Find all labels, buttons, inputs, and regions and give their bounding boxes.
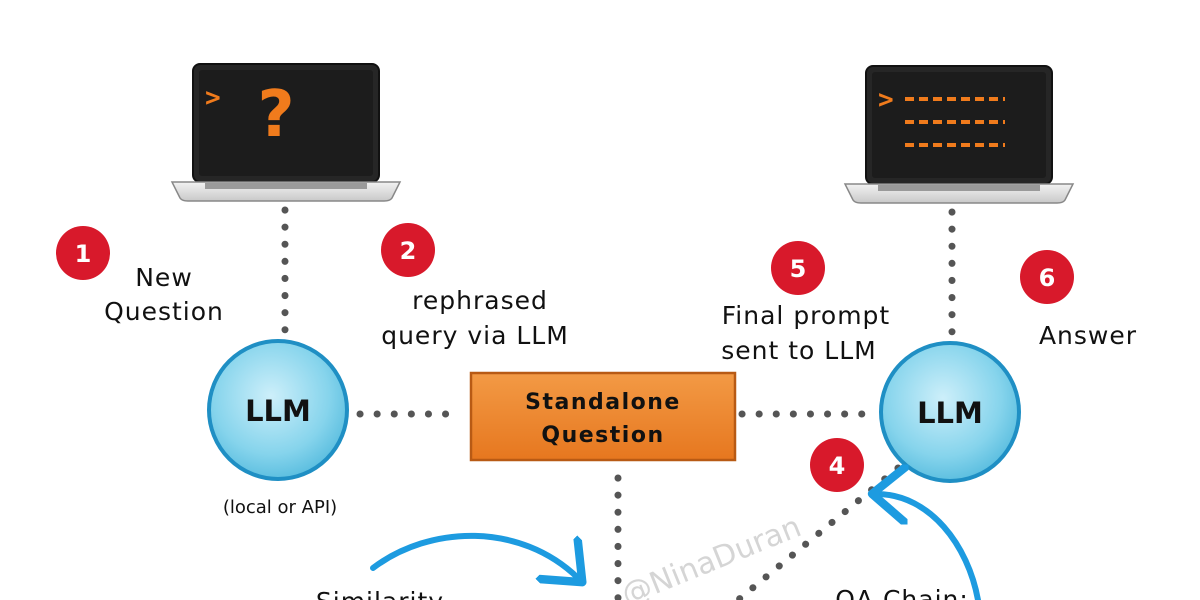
step-badge-4-number: 4: [829, 452, 846, 480]
step-badge-2: 2: [381, 223, 435, 277]
standalone-question-box: Standalone Question: [469, 371, 737, 462]
llm-right-label: LLM: [917, 396, 983, 430]
step-2-label-line-1: rephrased: [412, 286, 548, 315]
laptop-right: >: [843, 65, 1075, 204]
laptop-right-prompt: >: [878, 85, 894, 115]
similarity-arrow: [370, 532, 578, 578]
step-5-label-line-2: sent to LLM: [721, 336, 876, 365]
laptop-right-screen: [872, 72, 1046, 178]
step-badge-2-number: 2: [400, 237, 417, 265]
step-1-label-line-2: Question: [104, 297, 224, 326]
step-badge-4: 4: [810, 438, 864, 492]
similarity-label: Similarity: [316, 587, 444, 600]
step-badge-5: 5: [771, 241, 825, 295]
step-badge-6-circle: [1020, 250, 1074, 304]
qa-chain-arrow: [878, 494, 981, 600]
standalone-box-line-2: Question: [541, 423, 664, 448]
qa-chain-label: QA Chain:: [835, 585, 969, 600]
llm-left-node: LLM: [207, 339, 349, 481]
step-badge-6-number: 6: [1039, 264, 1056, 292]
step-badge-5-number: 5: [790, 255, 807, 283]
step-badge-1: 1: [56, 226, 110, 280]
llm-left-label: LLM: [245, 394, 311, 428]
laptop-left-screen: [199, 70, 373, 176]
step-badge-6: 6: [1020, 250, 1074, 304]
llm-left-circle: [207, 339, 349, 481]
laptop-left-question-mark: ?: [257, 78, 294, 152]
standalone-box-shape: [469, 371, 737, 462]
step-badge-2-circle: [381, 223, 435, 277]
laptop-right-keyboard: [878, 185, 1040, 191]
step-badge-1-number: 1: [75, 240, 92, 268]
laptop-left: > ?: [170, 63, 402, 202]
llm-right-node: LLM: [879, 341, 1021, 483]
step-badge-1-circle: [56, 226, 110, 280]
watermark: @NinaDuran: [617, 509, 806, 600]
llm-right-circle: [879, 341, 1021, 483]
step-6-label: Answer: [1039, 321, 1137, 350]
step-5-label-line-1: Final prompt: [722, 301, 890, 330]
laptop-left-prompt: >: [205, 83, 221, 113]
step-badge-4-circle: [810, 438, 864, 492]
step-2-label-line-2: query via LLM: [381, 321, 569, 350]
laptop-left-keyboard: [205, 183, 367, 189]
standalone-box-line-1: Standalone: [525, 390, 681, 415]
llm-left-caption: (local or API): [223, 497, 337, 518]
step-1-label-line-1: New: [135, 263, 193, 292]
step-badge-5-circle: [771, 241, 825, 295]
